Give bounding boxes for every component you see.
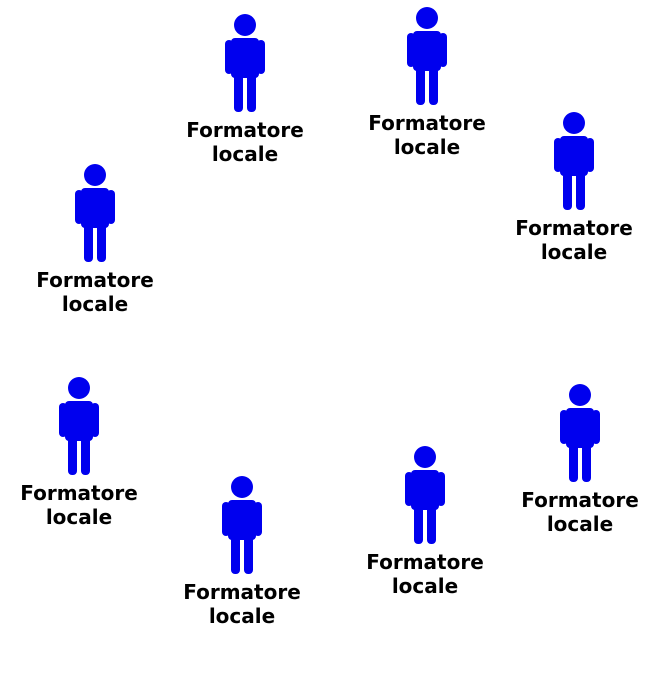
trainer-label: Formatore locale xyxy=(366,550,484,598)
label-line: locale xyxy=(208,604,276,628)
label-line: Formatore xyxy=(368,111,486,135)
person-icon xyxy=(560,384,600,482)
trainer-label: Formatore locale xyxy=(521,488,639,536)
label-line: Formatore xyxy=(366,550,484,574)
label-line: Formatore xyxy=(36,268,154,292)
trainer-figure: Formatore locale xyxy=(352,7,502,159)
trainer-figure: Formatore locale xyxy=(20,164,170,316)
trainer-label: Formatore locale xyxy=(186,118,304,166)
label-line: Formatore xyxy=(515,216,633,240)
trainer-figure: Formatore locale xyxy=(4,377,154,529)
trainer-figure: Formatore locale xyxy=(350,446,500,598)
trainer-label: Formatore locale xyxy=(368,111,486,159)
label-line: locale xyxy=(546,512,614,536)
label-line: Formatore xyxy=(20,481,138,505)
trainer-figure: Formatore locale xyxy=(499,112,649,264)
person-icon xyxy=(407,7,447,105)
trainer-figure: Formatore locale xyxy=(167,476,317,628)
label-line: locale xyxy=(45,505,113,529)
label-line: locale xyxy=(61,292,129,316)
label-line: Formatore xyxy=(521,488,639,512)
person-icon xyxy=(554,112,594,210)
trainer-label: Formatore locale xyxy=(36,268,154,316)
label-line: locale xyxy=(393,135,461,159)
trainer-figure: Formatore locale xyxy=(505,384,655,536)
trainer-label: Formatore locale xyxy=(183,580,301,628)
label-line: locale xyxy=(540,240,608,264)
label-line: locale xyxy=(211,142,279,166)
person-icon xyxy=(222,476,262,574)
person-icon xyxy=(75,164,115,262)
trainer-label: Formatore locale xyxy=(515,216,633,264)
person-icon xyxy=(59,377,99,475)
label-line: Formatore xyxy=(186,118,304,142)
trainer-figure: Formatore locale xyxy=(170,14,320,166)
person-icon xyxy=(225,14,265,112)
person-icon xyxy=(405,446,445,544)
trainer-label: Formatore locale xyxy=(20,481,138,529)
label-line: locale xyxy=(391,574,459,598)
label-line: Formatore xyxy=(183,580,301,604)
